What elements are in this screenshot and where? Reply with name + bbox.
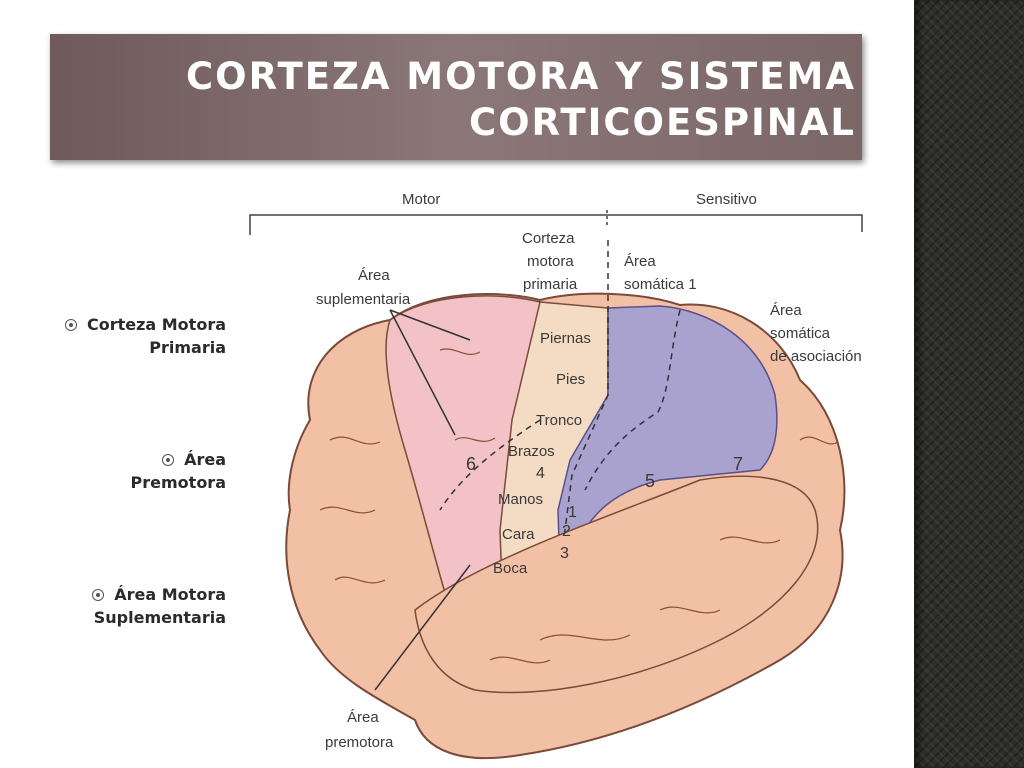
label-tronco: Tronco <box>536 412 582 429</box>
label-manos: Manos <box>498 491 543 508</box>
label-area-premotora: Área premotora <box>325 709 394 751</box>
label-piernas: Piernas <box>540 330 591 347</box>
gyri-lines <box>319 348 839 664</box>
svg-text:Área: Área <box>624 253 656 270</box>
svg-text:Área: Área <box>770 302 802 319</box>
label-cara: Cara <box>502 526 535 543</box>
title-banner: CORTEZA MOTORA Y SISTEMA CORTICOESPINAL <box>50 34 862 160</box>
label-area-somatica-1: Área somática 1 <box>624 253 697 293</box>
svg-text:premotora: premotora <box>325 734 394 751</box>
svg-text:Corteza: Corteza <box>522 230 575 247</box>
bullet-icon <box>162 454 175 466</box>
area-number-6: 6 <box>466 454 476 474</box>
label-corteza-motora-primaria: Corteza motora primaria <box>522 230 578 293</box>
dashed-boundaries <box>439 240 681 571</box>
area-number-1: 1 <box>568 504 577 521</box>
bullet-text: Suplementaria <box>93 608 226 627</box>
header-motor: Motor <box>402 191 440 208</box>
label-brazos: Brazos <box>508 443 555 460</box>
svg-text:Área: Área <box>347 709 379 726</box>
temporal-lobe <box>414 475 819 694</box>
area-number-3: 3 <box>560 545 569 562</box>
title-line-1: CORTEZA MOTORA Y SISTEMA <box>186 55 856 98</box>
svg-text:somática: somática <box>770 325 831 342</box>
title-line-2: CORTICOESPINAL <box>468 101 856 144</box>
area-number-7: 7 <box>733 454 743 474</box>
label-pies: Pies <box>556 371 585 388</box>
brain-diagram: Motor Sensitivo Corteza motora pri <box>249 191 863 759</box>
header-bracket <box>249 210 863 235</box>
bullet-text: Área Motora <box>114 585 226 604</box>
area-number-4: 4 <box>536 465 545 482</box>
bullet-icon <box>64 319 77 331</box>
label-boca: Boca <box>493 560 528 577</box>
header-sensitivo: Sensitivo <box>696 191 757 208</box>
bullet-icon <box>92 589 105 601</box>
bullet-item: Corteza Motora Primaria <box>28 313 226 359</box>
bullet-text: Corteza Motora <box>86 315 226 334</box>
bullet-text: Premotora <box>130 473 226 492</box>
decorative-side-strip <box>914 0 1024 768</box>
slide-title: CORTEZA MOTORA Y SISTEMA CORTICOESPINAL <box>186 54 856 146</box>
bullet-text: Primaria <box>149 338 226 357</box>
svg-text:suplementaria: suplementaria <box>316 291 411 308</box>
label-area-suplementaria: Área suplementaria <box>316 267 411 308</box>
bullet-item: Área Motora Suplementaria <box>28 583 226 629</box>
svg-text:de asociación: de asociación <box>770 348 862 365</box>
svg-text:somática 1: somática 1 <box>624 276 697 293</box>
area-number-5: 5 <box>645 471 655 491</box>
bullet-text: Área <box>184 450 226 469</box>
leader-lines <box>374 309 471 691</box>
bullet-item: Área Premotora <box>28 448 226 494</box>
svg-text:primaria: primaria <box>523 276 578 293</box>
label-area-somatica-asociacion: Área somática de asociación <box>770 302 862 365</box>
svg-text:motora: motora <box>527 253 574 270</box>
svg-text:Área: Área <box>358 267 390 284</box>
area-number-2: 2 <box>562 523 571 540</box>
